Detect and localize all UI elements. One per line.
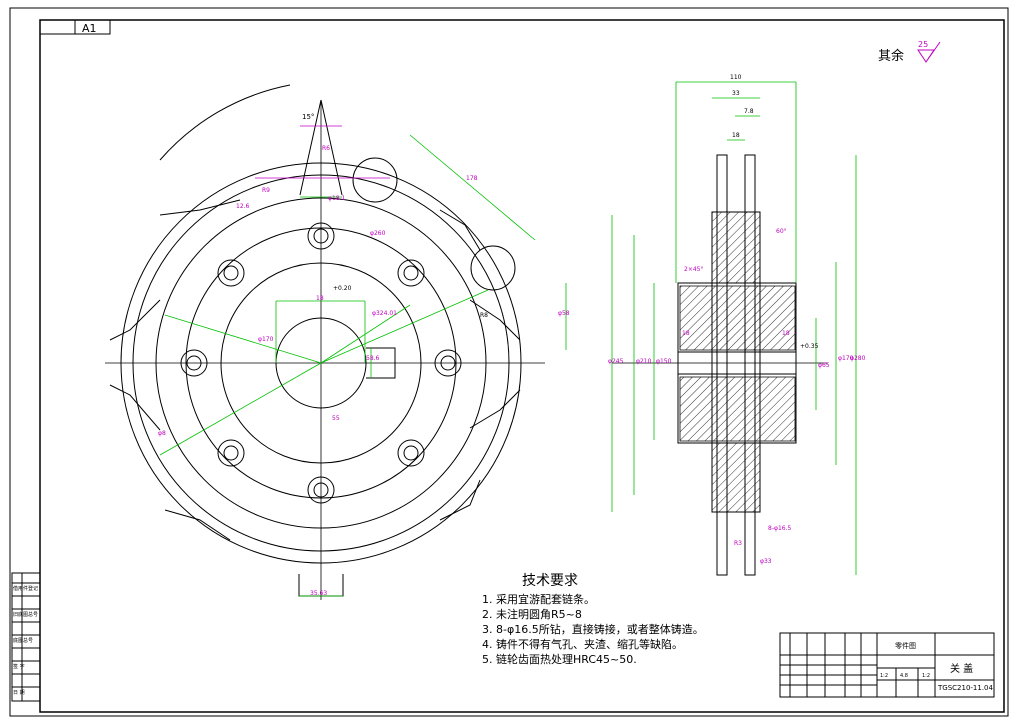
- tech-requirements-heading: 技术要求: [522, 573, 578, 589]
- dim-keydepth: 58.6: [366, 355, 380, 362]
- left-strip-2: 旧底图总号: [13, 612, 39, 618]
- title-code: TGSC210-11.04: [938, 684, 993, 692]
- left-strip-3: 底图总号: [13, 638, 34, 644]
- dim-angle: 15°: [302, 113, 315, 121]
- title-block: [779, 632, 995, 698]
- dim-right18: 18: [782, 330, 790, 337]
- dim-d245: φ245: [608, 358, 624, 365]
- drawing-code-text: A1: [82, 22, 97, 35]
- dim-d2: φ324.01: [372, 310, 397, 317]
- dim-key: +0.20: [333, 285, 352, 292]
- front-view: [105, 84, 545, 600]
- dim-d280: φ280: [850, 355, 866, 362]
- outer-border: [9, 7, 1009, 717]
- dim-w110: 110: [730, 74, 742, 81]
- dim-w78: 7.8: [744, 108, 754, 115]
- dim-dia-b: φ260: [370, 230, 386, 237]
- title-sheet: 1:2: [922, 673, 931, 679]
- dim-d58: φ58: [558, 310, 570, 317]
- dim-bottom: 35.63: [310, 590, 328, 597]
- dim-chain: φ33: [760, 558, 772, 565]
- tech-item-1: 1. 采用宜游配套链条。: [482, 593, 595, 606]
- front-view-dimensions: [159, 134, 536, 597]
- dim-left18: 18: [682, 330, 690, 337]
- dim-holes: 8-φ16.5: [768, 525, 792, 532]
- dim-w33: 33: [732, 90, 740, 97]
- dim-small-b: φ8: [158, 430, 166, 437]
- dim-dia-a: φ170: [258, 336, 274, 343]
- left-strip-4: 签 字: [13, 664, 25, 670]
- roughness-value: 25: [918, 40, 929, 49]
- title-scale: 1:2: [880, 673, 889, 679]
- dim-d170: φ170: [838, 355, 854, 362]
- left-strip-5: 日 期: [13, 690, 25, 696]
- title-part-name: 关 盖: [950, 664, 974, 675]
- dim-tooth: 12.6: [236, 203, 250, 210]
- tech-item-3: 3. 8-φ16.5所钻，直接铸接，或者整体铸造。: [482, 623, 704, 636]
- front-view-magenta-dims: [255, 125, 390, 179]
- dim-ang: 60°: [776, 228, 787, 235]
- roughness-symbol: [917, 41, 941, 63]
- dim-r1: R8: [480, 312, 488, 319]
- tech-item-2: 2. 未注明圆角R5~8: [482, 608, 582, 621]
- dim-r: R3: [734, 540, 742, 547]
- dim-chamfer: 2×45°: [684, 266, 704, 273]
- left-strip-1: 借用件登记: [13, 586, 39, 592]
- dim-chord: 178: [466, 175, 478, 182]
- side-view-hatch: [679, 211, 796, 513]
- inner-border: [39, 19, 1005, 713]
- dim-keywidth: 18: [316, 295, 324, 302]
- dim-d210: φ210: [636, 358, 652, 365]
- roughness-label: 其余: [878, 49, 905, 64]
- dim-hub: 55: [332, 415, 340, 422]
- tech-item-4: 4. 铸件不得有气孔、夹渣、缩孔等缺陷。: [482, 638, 683, 651]
- tech-item-5: 5. 链轮齿面热处理HRC45~50.: [482, 653, 637, 666]
- dim-small-a: R9: [262, 187, 270, 194]
- drawing-code-box: [39, 19, 111, 35]
- dim-tol: +0.35: [800, 343, 819, 350]
- side-view-dimensions: [565, 81, 857, 575]
- dim-d1: φ18.1: [328, 195, 346, 202]
- title-count: 4.8: [900, 673, 908, 679]
- left-strip: [11, 572, 41, 702]
- dim-w18: 18: [732, 132, 740, 139]
- dim-d150: φ150: [656, 358, 672, 365]
- title-drawing-name: 零件图: [895, 642, 916, 650]
- dim-d65: φ65: [818, 362, 830, 369]
- dim-tri: R6: [322, 145, 330, 152]
